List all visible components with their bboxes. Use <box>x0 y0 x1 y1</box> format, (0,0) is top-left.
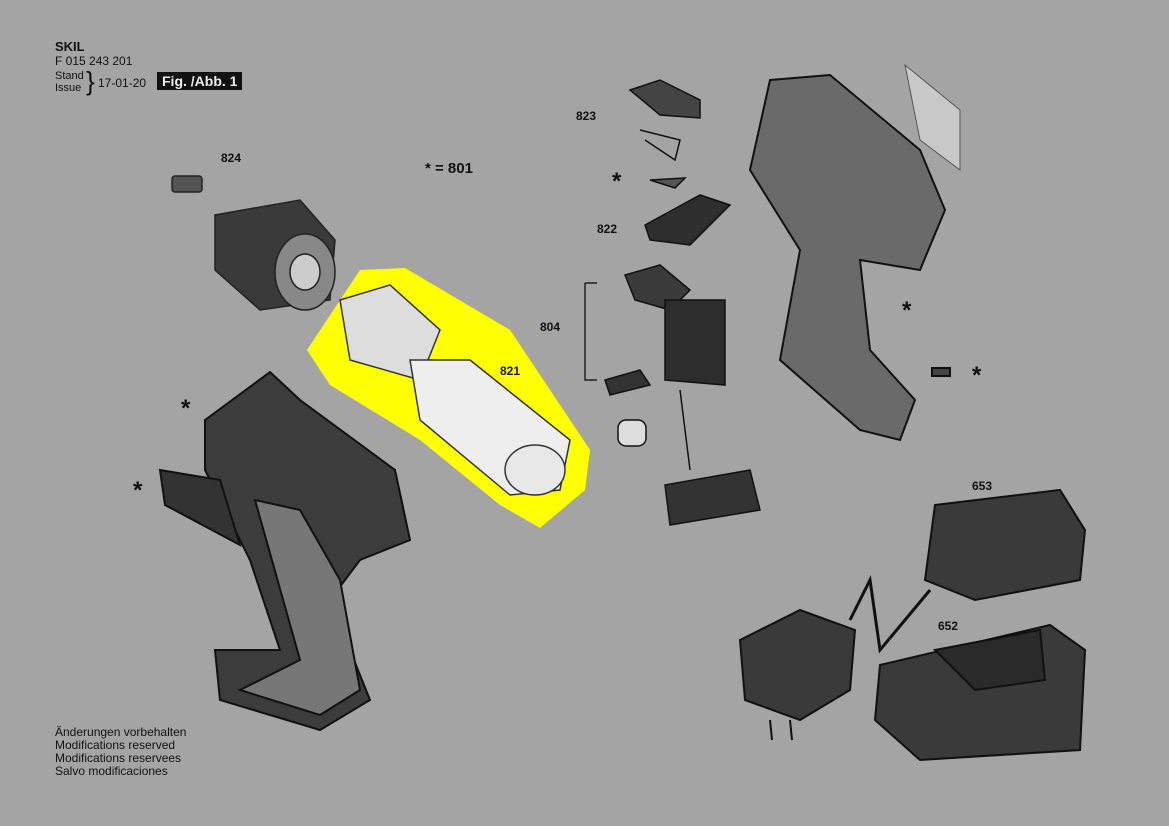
footer-line: Salvo modificaciones <box>55 764 168 778</box>
housing-right <box>748 63 961 442</box>
star-marker: * <box>972 362 982 389</box>
part-number: F 015 243 201 <box>55 54 133 68</box>
figure-label: Fig. /Abb. 1 <box>157 72 243 90</box>
star-marker: * <box>133 477 143 504</box>
issue-label: Issue <box>55 82 82 94</box>
switch-parts <box>584 79 761 526</box>
footer-line: Modifications reserved <box>55 738 176 752</box>
star-marker: * <box>181 395 191 422</box>
label-804: 804 <box>540 320 561 334</box>
footer-line: Änderungen vorbehalten <box>55 725 187 739</box>
chuck-824 <box>171 175 336 311</box>
label-821: 821 <box>500 364 521 378</box>
stand-label: Stand <box>55 70 84 82</box>
brace: } <box>86 66 95 96</box>
motor-821 <box>339 284 571 496</box>
label-824: 824 <box>221 151 242 165</box>
label-653: 653 <box>972 479 993 493</box>
label-652: 652 <box>938 619 959 633</box>
brand-name: SKIL <box>55 39 85 54</box>
star-marker: * <box>902 297 912 324</box>
footer-notes: Änderungen vorbehalten Modifications res… <box>55 726 186 778</box>
legend-star-801: * = 801 <box>425 160 473 177</box>
label-822: 822 <box>597 222 618 236</box>
footer-line: Modifications reservees <box>55 751 182 765</box>
battery-charger <box>738 488 1087 762</box>
housing-left <box>158 370 412 732</box>
issue-date: 17-01-20 <box>98 76 147 90</box>
star-marker: * <box>612 168 622 195</box>
label-823: 823 <box>576 109 597 123</box>
